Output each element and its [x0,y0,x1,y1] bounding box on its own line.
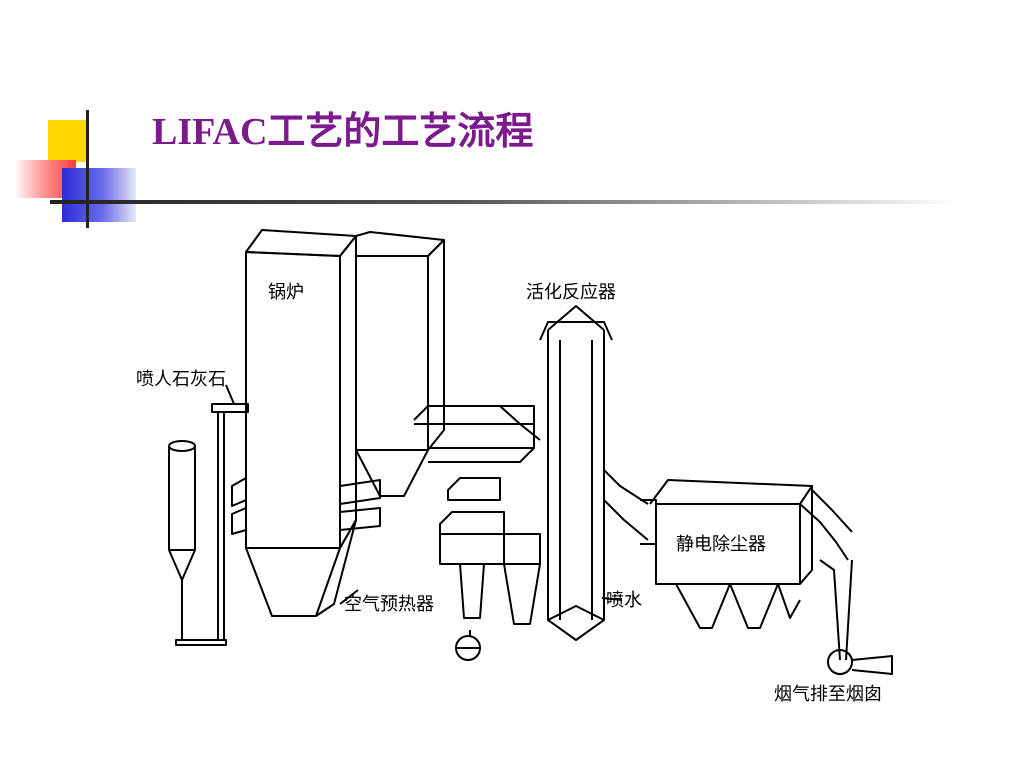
label-air-preheater: 空气预热器 [344,594,434,615]
air-preheater [439,477,541,661]
label-electrostatic-precipitator: 静电除尘器 [676,534,766,555]
decor-vertical-line [86,110,89,228]
label-water-spray: 喷水 [606,590,642,611]
label-activation-reactor: 活化反应器 [526,282,616,303]
label-flue-gas-to-stack: 烟气排至烟囱 [774,684,882,705]
limestone-silo [168,403,249,646]
activation-reactor [539,305,613,641]
decor-blue-gradient-square [62,168,136,222]
electrostatic-precipitator [649,479,813,629]
reactor-to-precipitator-duct [603,469,657,545]
slide-title: LIFAC工艺的工艺流程 [152,111,534,153]
decor-yellow-square [48,120,88,162]
label-limestone-injection: 喷人石灰石 [136,369,226,390]
label-boiler: 锅炉 [268,282,304,303]
boiler-to-reactor-duct [413,405,541,463]
title-underline [50,200,962,204]
leader-line-preheater [339,589,359,605]
boiler [231,229,445,617]
leader-line-limestone [225,384,235,405]
precipitator-to-stack-duct [799,489,893,675]
leader-line-water [601,597,623,601]
